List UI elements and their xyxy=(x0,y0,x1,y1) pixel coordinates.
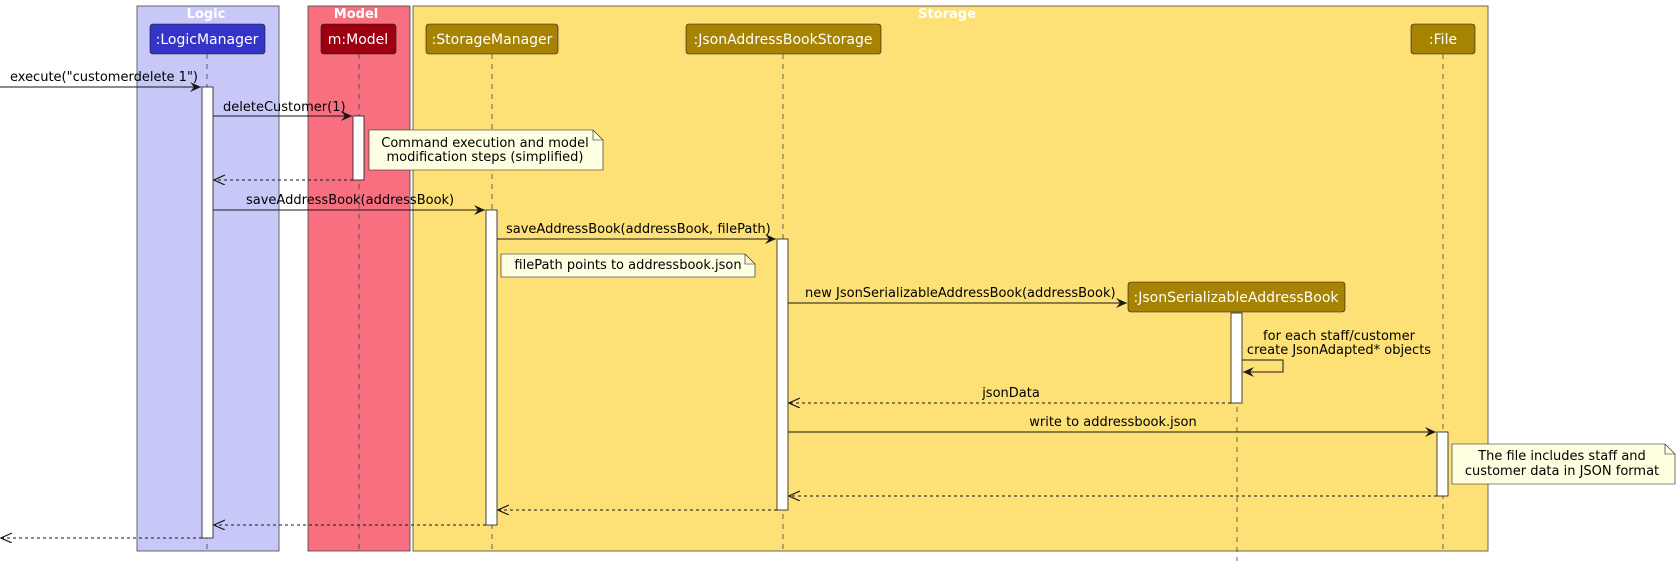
msg-save-address-book-label: saveAddressBook(addressBook) xyxy=(246,193,454,208)
note-command-execution: Command execution and model modification… xyxy=(368,129,604,171)
note-filepath-text: filePath points to addressbook.json xyxy=(514,258,741,273)
activation-json-serializable xyxy=(1230,312,1243,404)
participant-file: :File xyxy=(1410,23,1476,55)
participant-logic-manager-label: :LogicManager xyxy=(156,32,259,48)
msg-self-call-label-line1: for each staff/customer xyxy=(1263,329,1416,344)
participant-model: m:Model xyxy=(320,23,397,55)
msg-self-call-arrow xyxy=(1242,359,1284,377)
logic-group-title: Logic xyxy=(187,7,226,22)
model-group-title: Model xyxy=(334,7,378,22)
msg-self-call-label-line2: create JsonAdapted* objects xyxy=(1247,343,1431,358)
activation-file xyxy=(1436,431,1449,497)
note-file-contents: The file includes staff and customer dat… xyxy=(1451,443,1676,485)
participant-storage-manager: :StorageManager xyxy=(425,23,559,55)
activation-json-storage xyxy=(776,238,789,511)
msg-execute-label: execute("customerdelete 1") xyxy=(10,70,198,85)
participant-file-label: :File xyxy=(1429,32,1457,48)
msg-write-file-label: write to addressbook.json xyxy=(1029,415,1196,430)
note-file-line2: customer data in JSON format xyxy=(1465,464,1659,479)
activation-model xyxy=(352,115,365,181)
participant-json-serializable-label: :JsonSerializableAddressBook xyxy=(1134,290,1340,306)
msg-save-address-book-path-label: saveAddressBook(addressBook, filePath) xyxy=(506,222,771,237)
note-filepath: filePath points to addressbook.json xyxy=(500,253,756,278)
participant-json-storage-label: :JsonAddressBookStorage xyxy=(694,32,873,48)
participant-storage-manager-label: :StorageManager xyxy=(432,32,553,48)
storage-group-title: Storage xyxy=(918,7,976,22)
msg-new-json-serializable-label: new JsonSerializableAddressBook(addressB… xyxy=(805,286,1116,301)
participant-json-serializable: :JsonSerializableAddressBook xyxy=(1127,281,1346,313)
participant-model-label: m:Model xyxy=(328,32,388,48)
note-command-line1: Command execution and model xyxy=(381,136,589,151)
note-file-line1: The file includes staff and xyxy=(1477,449,1646,464)
participant-logic-manager: :LogicManager xyxy=(149,23,266,55)
participant-json-storage: :JsonAddressBookStorage xyxy=(685,23,882,55)
storage-group: Storage xyxy=(412,5,1489,552)
note-command-line2: modification steps (simplified) xyxy=(387,150,584,165)
activation-logic-manager xyxy=(201,86,214,539)
return-json-data-label: jsonData xyxy=(981,386,1040,401)
msg-delete-customer-label: deleteCustomer(1) xyxy=(223,100,346,115)
activation-storage-manager xyxy=(485,209,498,526)
